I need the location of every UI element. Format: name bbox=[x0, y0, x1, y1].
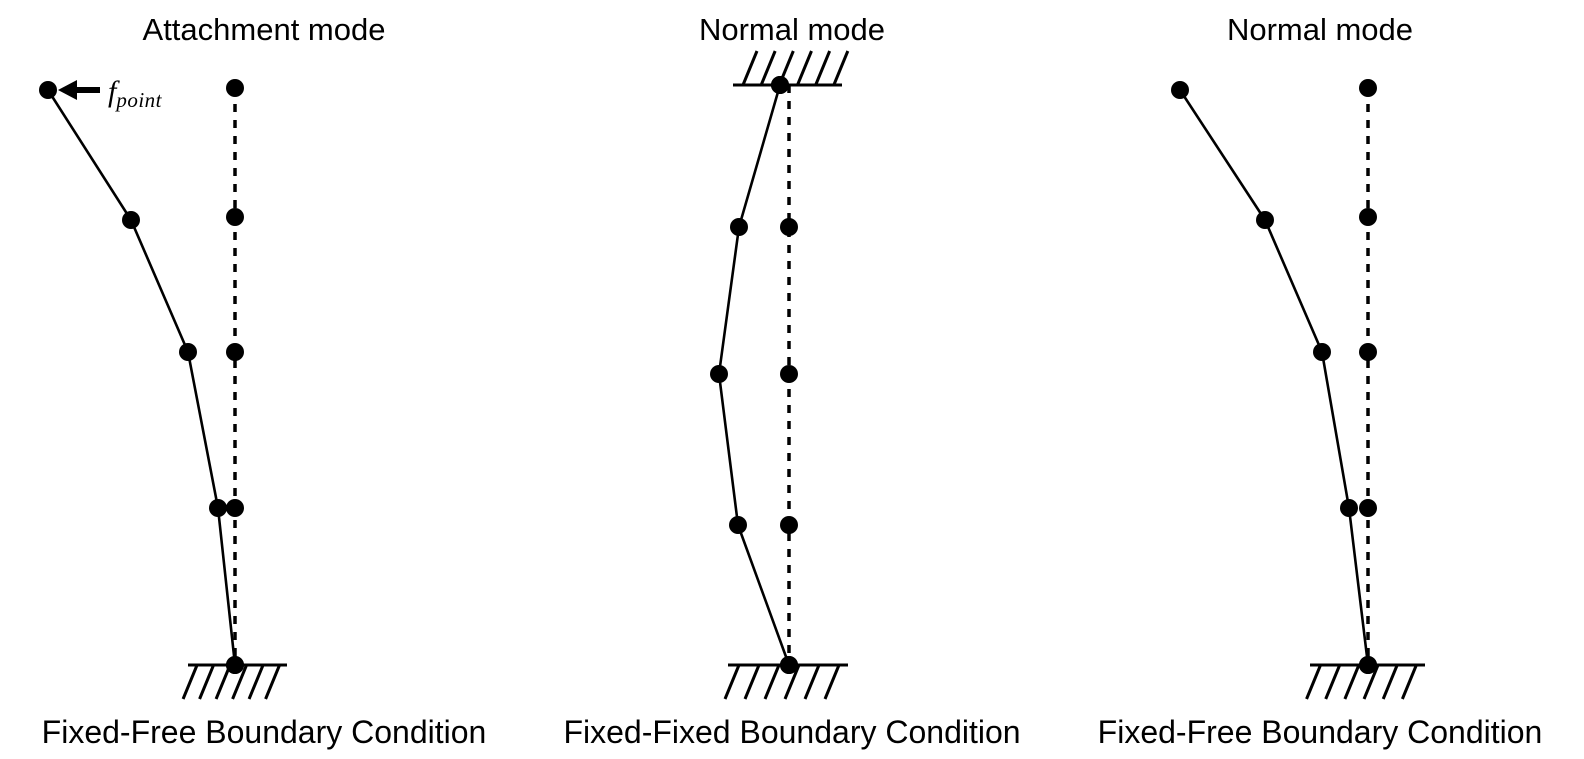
ground-hatch-stroke bbox=[181, 664, 199, 700]
panel-caption: Fixed-Free Boundary Condition bbox=[1097, 714, 1543, 750]
panel-attachment-mode: Attachment mode fpoint Fixed-Free Bounda… bbox=[0, 0, 528, 759]
ground-hatch-stroke bbox=[198, 664, 215, 700]
force-arrow-icon bbox=[58, 80, 100, 100]
deflection-node bbox=[729, 516, 747, 534]
reference-node bbox=[226, 499, 244, 517]
force-subscript: point bbox=[116, 88, 163, 112]
reference-node bbox=[1359, 79, 1377, 97]
force-label: fpoint bbox=[108, 75, 163, 112]
ground-hatch-stroke bbox=[247, 664, 265, 700]
ground-support-icon bbox=[1305, 663, 1425, 700]
reference-node bbox=[226, 208, 244, 226]
panel-normal-mode-fixed-fixed: Normal mode Fixed-Fixed Boundary Conditi… bbox=[528, 0, 1056, 759]
deflection-node bbox=[780, 656, 798, 674]
ground-hatch-stroke bbox=[1324, 664, 1342, 700]
deflected-shape-line bbox=[717, 83, 791, 667]
ground-hatch-stroke bbox=[783, 664, 801, 700]
reference-node bbox=[226, 79, 244, 97]
panel-title: Attachment mode bbox=[142, 12, 386, 47]
ground-hatch-stroke bbox=[723, 664, 741, 700]
deflection-node bbox=[1256, 211, 1274, 229]
ground-hatch-stroke bbox=[1381, 664, 1399, 700]
ground-hatch-stroke bbox=[1305, 664, 1322, 700]
panel-caption: Fixed-Fixed Boundary Condition bbox=[563, 714, 1021, 750]
deflection-node bbox=[122, 211, 140, 229]
reference-node bbox=[226, 343, 244, 361]
panel-diagram bbox=[710, 50, 850, 700]
deflection-node bbox=[730, 218, 748, 236]
ground-hatch-stroke bbox=[743, 664, 761, 700]
ground-hatch-stroke bbox=[1362, 664, 1380, 700]
reference-node bbox=[1359, 208, 1377, 226]
ground-hatch-stroke bbox=[823, 664, 841, 700]
deflection-node bbox=[226, 656, 244, 674]
deflected-shape-line bbox=[46, 88, 237, 667]
panel-title: Normal mode bbox=[1226, 12, 1414, 47]
force-arrow-head bbox=[58, 80, 77, 100]
panel-normal-mode-fixed-free: Normal mode Fixed-Free Boundary Conditio… bbox=[1056, 0, 1584, 759]
ground-hatch-stroke bbox=[796, 50, 813, 86]
ground-hatch-stroke bbox=[741, 50, 759, 86]
panel-diagram bbox=[39, 79, 287, 700]
reference-node bbox=[780, 365, 798, 383]
ground-hatch-stroke bbox=[214, 664, 232, 700]
ground-hatch-stroke bbox=[231, 664, 248, 700]
deflection-node bbox=[39, 81, 57, 99]
ground-hatch-stroke bbox=[264, 664, 281, 700]
deflected-shape-line bbox=[1178, 88, 1370, 667]
ground-hatch-stroke bbox=[763, 664, 781, 700]
ground-hatch-stroke bbox=[1343, 664, 1361, 700]
deflection-node bbox=[1359, 656, 1377, 674]
deflection-node bbox=[1340, 499, 1358, 517]
deflection-node bbox=[209, 499, 227, 517]
ground-hatch-stroke bbox=[759, 50, 777, 86]
force-symbol: f bbox=[108, 75, 117, 108]
deflection-node bbox=[1313, 343, 1331, 361]
deflection-node bbox=[1171, 81, 1189, 99]
panel-caption: Fixed-Free Boundary Condition bbox=[41, 714, 487, 750]
ground-hatch-stroke bbox=[803, 664, 821, 700]
deflection-node bbox=[771, 76, 789, 94]
reference-node bbox=[780, 516, 798, 534]
deflection-node bbox=[179, 343, 197, 361]
reference-node bbox=[1359, 343, 1377, 361]
panel-diagram bbox=[1171, 79, 1425, 700]
panel-title: Normal mode bbox=[698, 12, 886, 47]
ground-hatch-stroke bbox=[1400, 664, 1418, 700]
reference-node bbox=[1359, 499, 1377, 517]
ground-hatch-stroke bbox=[814, 50, 832, 86]
ground-hatch-stroke bbox=[832, 50, 850, 86]
deflection-node bbox=[710, 365, 728, 383]
reference-node bbox=[780, 218, 798, 236]
ground-support-icon bbox=[733, 50, 850, 87]
